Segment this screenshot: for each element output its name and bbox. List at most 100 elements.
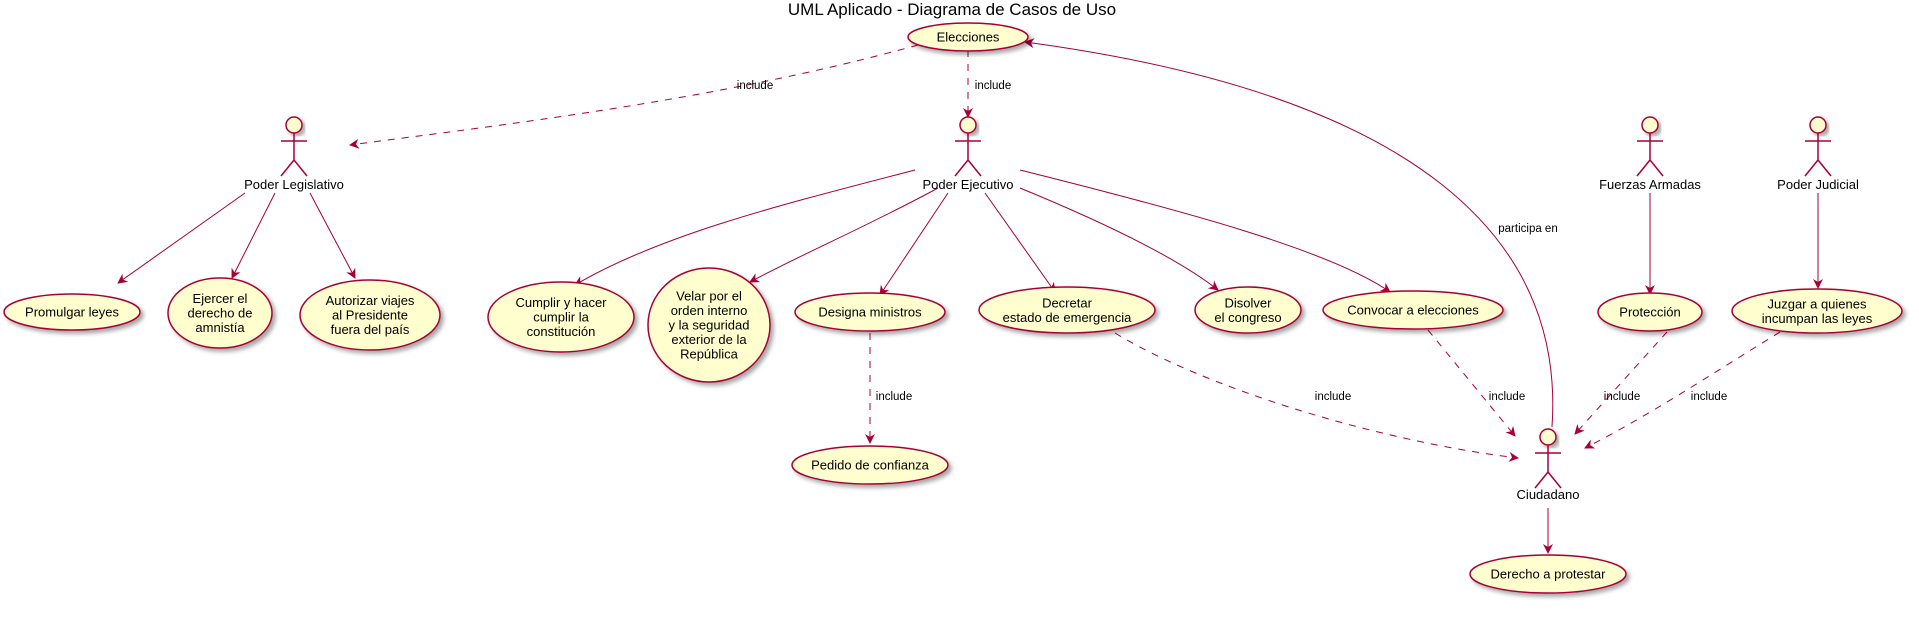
edge-ejecutivo-cumplir [574, 169, 916, 286]
use-case-label: Convocar a elecciones [1347, 303, 1479, 318]
use-case-shape [1731, 288, 1903, 334]
use-case-shape [487, 281, 635, 353]
edge-label-include: include [737, 80, 773, 92]
use-case-label: el congreso [1214, 310, 1281, 325]
actor-label: Fuerzas Armadas [1599, 177, 1701, 192]
use-case-shape [1469, 554, 1627, 594]
edge-ejecutivo-velar [749, 187, 939, 283]
use-case-shape [1597, 292, 1703, 332]
use-case-shape [791, 445, 949, 485]
use-case-shape [299, 279, 441, 351]
edge-emergencia-ciudadano [1114, 332, 1519, 462]
use-case-label: derecho de [187, 306, 252, 321]
actors: Poder Legislativo Poder Ejecutivo Fuerzas … [244, 116, 1859, 502]
edge-label-include: include [1604, 391, 1640, 403]
use-case-elecciones: Elecciones [907, 22, 1029, 52]
actor-label: Poder Ejecutivo [922, 177, 1013, 192]
use-case-label: Disolver [1225, 295, 1273, 310]
use-case-label: Juzgar a quienes [1767, 296, 1867, 311]
use-case-shape [907, 22, 1029, 52]
use-case-label: amnistía [195, 320, 245, 335]
use-case-shape [978, 286, 1156, 334]
use-case-ministros: Designa ministros [794, 292, 946, 332]
actor-ejecutivo: Poder Ejecutivo [922, 116, 1014, 192]
edge-convocar-ciudadano [1427, 329, 1516, 437]
use-case-label: al Presidente [332, 308, 408, 323]
use-case-label: Derecho a protestar [1491, 567, 1607, 582]
actor-label: Poder Judicial [1777, 177, 1859, 192]
use-case-shape [3, 293, 141, 331]
edge-label-include: include [1489, 391, 1525, 403]
edge-ejecutivo-ministros [879, 192, 949, 296]
use-case-confianza: Pedido de confianza [791, 445, 949, 485]
use-case-label: Cumplir y hacer [515, 295, 607, 310]
actor-fuerzas: Fuerzas Armadas [1599, 116, 1701, 192]
edge-labels: include include include include include … [737, 80, 1727, 403]
edge-label-include: include [1315, 391, 1351, 403]
use-case-promulgar: Promulgar leyes [3, 293, 141, 331]
use-case-label: República [680, 347, 739, 362]
use-case-proteccion: Protección [1597, 292, 1703, 332]
use-case-label: Velar por el [676, 289, 742, 304]
use-case-shape [1194, 286, 1302, 334]
use-case-label: Elecciones [937, 30, 1000, 45]
use-case-shape [794, 292, 946, 332]
actor-ciudadano: Ciudadano [1517, 428, 1580, 502]
use-case-shape [647, 267, 771, 383]
edge-label-include: include [1691, 391, 1727, 403]
actor-label: Poder Legislativo [244, 177, 344, 192]
actor-judicial: Poder Judicial [1777, 116, 1859, 192]
actor-label: Ciudadano [1517, 487, 1580, 502]
actor-body [280, 133, 308, 177]
edge-ejecutivo-disolver [1019, 187, 1219, 291]
use-case-label: fuera del país [331, 322, 410, 337]
edge-ciudadano-elecciones [1024, 38, 1554, 428]
edge-elecciones-legislativo [349, 44, 919, 149]
edges [117, 38, 1823, 554]
actor-head [1809, 116, 1827, 134]
edge-proteccion-ciudadano [1574, 331, 1668, 435]
use-case-label: cumplir la [533, 310, 589, 325]
use-case-label: Ejercer el [193, 291, 248, 306]
edge-juzgar-ciudadano [1584, 331, 1781, 449]
use-case-shape [1322, 290, 1504, 330]
use-case-label: exterior de la [671, 332, 747, 347]
use-case-label: Pedido de confianza [811, 458, 930, 473]
edge-ejecutivo-emergencia [984, 192, 1056, 293]
use-case-label: orden interno [671, 303, 748, 318]
use-case-label: Decretar [1042, 295, 1093, 310]
actor-body [1804, 133, 1832, 177]
edge-legislativo-promulgar [117, 192, 246, 284]
edge-label-include: include [975, 80, 1011, 92]
actor-body [1636, 133, 1664, 177]
edge-label-include: include [876, 391, 912, 403]
actor-body [1534, 445, 1562, 489]
actor-head [959, 116, 977, 134]
edge-ejecutivo-convocar [1019, 169, 1391, 293]
use-case-convocar: Convocar a elecciones [1322, 290, 1504, 330]
use-case-label: incumpan las leyes [1762, 311, 1873, 326]
edge-label-participa: participa en [1498, 223, 1557, 235]
actor-head [1641, 116, 1659, 134]
use-case-label: constitución [527, 324, 596, 339]
use-case-label: Promulgar leyes [25, 305, 119, 320]
use-case-label: y la seguridad [669, 318, 750, 333]
actor-head [1539, 428, 1557, 446]
use-case-label: Designa ministros [818, 305, 922, 320]
actor-legislativo: Poder Legislativo [244, 116, 344, 192]
diagram-title: UML Aplicado - Diagrama de Casos de Uso [788, 0, 1116, 19]
use-case-label: estado de emergencia [1003, 310, 1132, 325]
edge-legislativo-viajes [309, 192, 356, 279]
use-case-label: Autorizar viajes [326, 293, 415, 308]
actor-body [954, 133, 982, 177]
use-case-protestar: Derecho a protestar [1469, 554, 1627, 594]
